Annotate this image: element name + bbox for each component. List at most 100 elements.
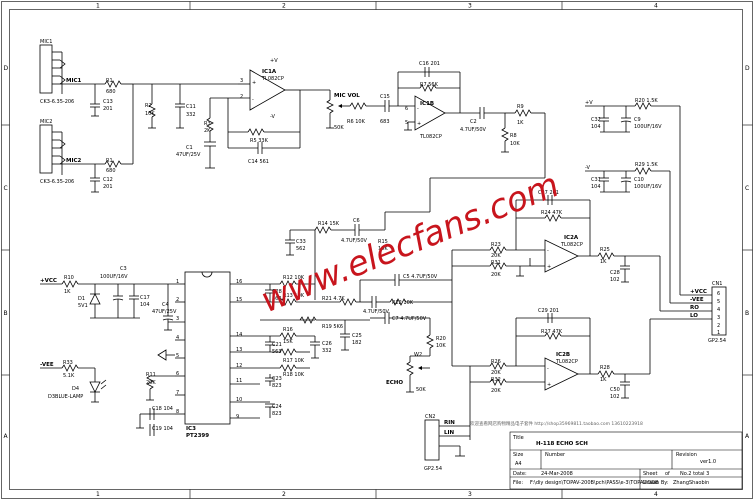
r9-ref: R9 — [517, 104, 524, 110]
c12-ref: C12 — [103, 177, 113, 183]
ic1b-part: TL082CP — [419, 134, 442, 140]
mic2-net-label: MIC2 — [66, 158, 82, 164]
r20-label: R20 1.5K — [635, 98, 658, 104]
r20b-ref: R20 — [436, 336, 446, 342]
frame-row-c-right: C — [745, 185, 749, 192]
d4-ref: D4 — [72, 386, 79, 392]
size-label: Size — [513, 452, 523, 458]
svg-text:-: - — [547, 248, 549, 254]
drawn-label: Drawn By: — [643, 480, 669, 486]
c7-label-upper: 4.7UF/50V — [363, 309, 390, 315]
ic2a-stage: R23 20K R31 20K - + IC2A TL082CP C27 201… — [451, 190, 661, 311]
svg-text:8: 8 — [176, 409, 179, 415]
c33-value: 562 — [296, 246, 306, 252]
c25-value: 182 — [352, 340, 362, 346]
ic1a-part: TL082CP — [261, 76, 284, 82]
c50-value: 102 — [610, 394, 620, 400]
vee-lamp: -VEE R33 5.1K D4 D3BLUE-LAMP — [40, 360, 107, 403]
c27-label: C27 201 — [538, 190, 559, 196]
r2-value: 10K — [145, 111, 155, 117]
c26-ref: C26 — [322, 341, 332, 347]
r1-bottom-value: 680 — [106, 168, 116, 174]
c21-ref: C21 — [272, 342, 282, 348]
ic1b-ref: IC1B — [420, 101, 434, 107]
cn2-connector: CN2 GP2.54 RIN LIN — [424, 414, 470, 472]
svg-text:R15: R15 — [378, 239, 388, 245]
frame-col-2-bottom: 2 — [282, 491, 286, 498]
ic2a-part: TL082CP — [560, 242, 583, 248]
vcc-in-label: +VCC — [40, 278, 57, 284]
rail-pos-label: +V — [585, 100, 593, 106]
r7-label: R7 56K — [420, 82, 439, 88]
frame-row-a-right: A — [745, 433, 750, 440]
frame-row-c-left: C — [4, 185, 8, 192]
svg-text:4: 4 — [717, 307, 720, 313]
size-value: A4 — [515, 461, 522, 467]
number-label: Number — [545, 452, 566, 458]
c13-value: 201 — [103, 106, 113, 112]
frame-col-4-top: 4 — [654, 3, 658, 10]
r20b-value: 10K — [436, 343, 446, 349]
mic-vol-value: 50K — [334, 125, 344, 131]
r17-label: R17 10K — [283, 358, 305, 364]
c24-value: 823 — [272, 411, 282, 417]
r3-ref: R3 — [204, 121, 211, 127]
r16-value: 15K — [283, 339, 293, 345]
date-value: 24-Mar-2008 — [541, 471, 573, 477]
revision-value: ver1.0 — [700, 459, 716, 465]
cn1-pin-lo: LO — [690, 313, 698, 319]
frame-row-b-right: B — [745, 310, 749, 317]
svg-text:6: 6 — [405, 106, 408, 112]
cn2-ref: CN2 — [425, 414, 435, 420]
d1-value: 5V1 — [78, 303, 88, 309]
r12-label: R12 10K — [283, 275, 305, 281]
c9-ref: C9 — [634, 117, 641, 123]
drawn-value: ZhangShaobin — [673, 480, 709, 486]
ic3-part: PT2399 — [186, 433, 209, 439]
c23-value: 823 — [272, 383, 282, 389]
c4-value: 47UF/25V — [152, 309, 177, 315]
r13-label: R13 10K — [283, 293, 305, 299]
r31-value: 20K — [491, 272, 501, 278]
svg-text:12: 12 — [236, 363, 242, 369]
cn2-part: GP2.54 — [424, 466, 442, 472]
svg-text:3: 3 — [717, 315, 720, 321]
cn1-pin-ro: RO — [690, 305, 699, 311]
mic1-net-label: MIC1 — [66, 78, 82, 84]
r26-ref: R26 — [491, 359, 501, 365]
c18-label: C18 104 — [152, 406, 173, 412]
svg-text:6: 6 — [717, 291, 720, 297]
svg-text:1: 1 — [717, 330, 720, 336]
ic1a-stage: + - 3 2 IC1A TL082CP +V -V R3 2K C1 47UF… — [176, 58, 301, 169]
d1-ref: D1 — [78, 296, 85, 302]
svg-text:+: + — [252, 80, 256, 86]
c9-value: 100UF/16V — [634, 124, 662, 130]
svg-text:2: 2 — [240, 94, 243, 100]
c50-ref: C50 — [610, 387, 620, 393]
frame-col-4-bottom: 4 — [654, 491, 658, 498]
r6-label: R6 10K — [347, 119, 366, 125]
c23-ref: C23 — [272, 376, 282, 382]
sheet-of: of — [665, 471, 670, 477]
r32-ref: R32 — [491, 377, 501, 383]
c10-ref: C10 — [634, 177, 644, 183]
mic2-jack: MIC2 MIC2 CK3-6.35-206 — [39, 119, 105, 185]
r28-ref: R28 — [600, 365, 610, 371]
r27-label: R27 47K — [541, 329, 563, 335]
r10-value: 1K — [64, 289, 71, 295]
r25-value: 1K — [600, 259, 607, 265]
r25-ref: R25 — [600, 247, 610, 253]
c4-ref: C4 — [162, 302, 169, 308]
c24-ref: C24 — [272, 404, 282, 410]
mic1-jack: MIC1 MIC1 CK3-6.35-206 — [39, 39, 105, 105]
title-block: Title H-118 ECHO SCH Size A4 Number Revi… — [509, 431, 743, 490]
r33-value: 5.1K — [63, 373, 75, 379]
c17-ref: C17 — [140, 295, 150, 301]
svg-text:+: + — [547, 264, 551, 270]
c16-label: C16 201 — [419, 61, 440, 67]
r19-label: R19 5K6 — [322, 324, 343, 330]
cn1-pin-vee: -VEE — [690, 297, 704, 303]
c14-label: C14 561 — [248, 159, 269, 165]
mic1-ref: MIC1 — [40, 39, 52, 45]
